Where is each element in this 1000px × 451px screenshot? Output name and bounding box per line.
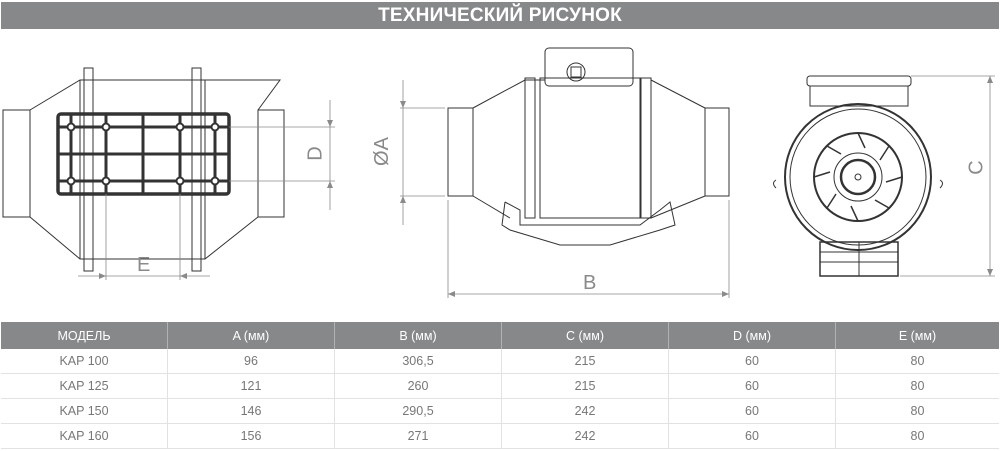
- cell-a: 121: [167, 373, 335, 399]
- dimension-label-b: B: [583, 272, 597, 294]
- cell-c: 215: [501, 349, 669, 374]
- cell-d: 60: [668, 398, 836, 424]
- cell-b: 260: [334, 373, 502, 399]
- front-view: [773, 75, 943, 277]
- dimension-label-a: ØA: [370, 137, 393, 166]
- side-view: [447, 47, 730, 246]
- cell-a: 156: [167, 423, 335, 449]
- table-row: KAP 125 121 260 215 60 80: [1, 373, 999, 399]
- cell-model: KAP 160: [1, 423, 168, 449]
- bottom-view: [2, 67, 285, 272]
- cell-c: 242: [501, 398, 669, 424]
- column-header-model: МОДЕЛЬ: [1, 322, 168, 349]
- table-row: KAP 100 96 306,5 215 60 80: [1, 349, 999, 374]
- cell-c: 215: [501, 373, 669, 399]
- cell-c: 242: [501, 423, 669, 449]
- cell-d: 60: [668, 349, 836, 374]
- table-header-row: МОДЕЛЬ A (мм) B (мм) C (мм) D (мм) E (мм…: [1, 322, 999, 349]
- technical-drawing-svg: [2, 47, 995, 298]
- cell-model: KAP 100: [1, 349, 168, 374]
- dimension-label-c: C: [965, 160, 988, 175]
- page-title: ТЕХНИЧЕСКИЙ РИСУНОК: [1, 2, 999, 29]
- cell-e: 80: [835, 423, 999, 449]
- cell-model: KAP 125: [1, 373, 168, 399]
- cell-a: 96: [167, 349, 335, 374]
- cell-e: 80: [835, 349, 999, 374]
- dimension-label-d: D: [304, 146, 327, 161]
- cell-b: 290,5: [334, 398, 502, 424]
- cell-a: 146: [167, 398, 335, 424]
- column-header-d: D (мм): [668, 322, 836, 349]
- dimension-label-e: E: [137, 254, 151, 276]
- table-row: KAP 150 146 290,5 242 60 80: [1, 398, 999, 424]
- column-header-e: E (мм): [835, 322, 999, 349]
- cell-e: 80: [835, 398, 999, 424]
- cell-b: 271: [334, 423, 502, 449]
- cell-b: 306,5: [334, 349, 502, 374]
- cell-model: KAP 150: [1, 398, 168, 424]
- cell-e: 80: [835, 373, 999, 399]
- table-row: KAP 160 156 271 242 60 80: [1, 423, 999, 449]
- column-header-b: B (мм): [334, 322, 502, 349]
- column-header-a: A (мм): [167, 322, 335, 349]
- cell-d: 60: [668, 423, 836, 449]
- dimensions-table: МОДЕЛЬ A (мм) B (мм) C (мм) D (мм) E (мм…: [1, 322, 999, 449]
- technical-drawing: D E ØA B C: [0, 30, 1000, 320]
- cell-d: 60: [668, 373, 836, 399]
- column-header-c: C (мм): [501, 322, 669, 349]
